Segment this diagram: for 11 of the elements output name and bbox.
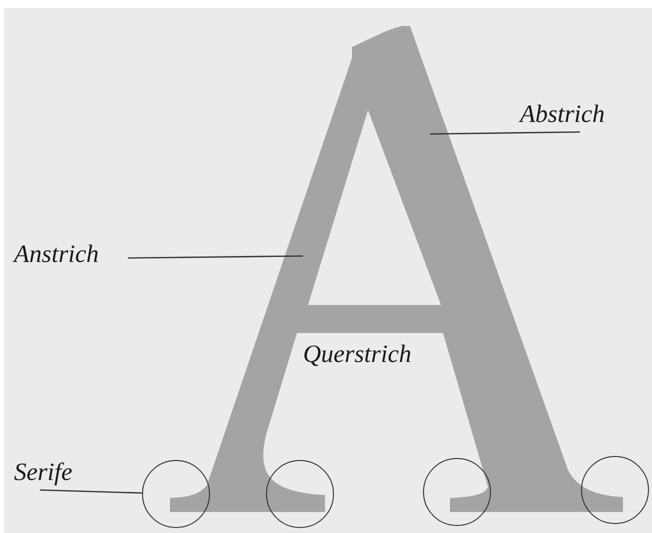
leader-line [128, 255, 303, 259]
marker-circle [266, 460, 334, 528]
marker-circle [581, 456, 649, 524]
marker-circle [423, 458, 491, 526]
part-label: Anstrich [14, 240, 99, 271]
marker-circle [142, 460, 210, 528]
part-label: Serife [14, 458, 72, 490]
leader-line [40, 489, 142, 494]
leader-line [430, 131, 580, 135]
part-label: Querstrich [303, 340, 412, 370]
part-label: Abstrich [520, 100, 605, 131]
